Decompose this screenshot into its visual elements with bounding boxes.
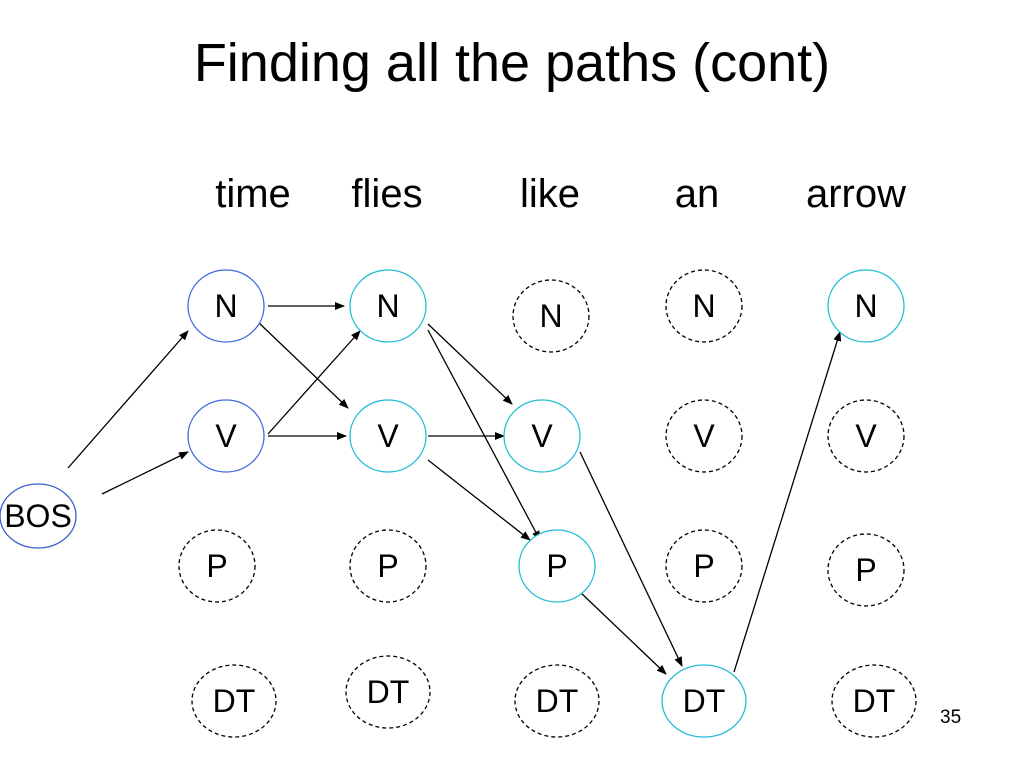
- node-label-an-DT: DT: [683, 683, 726, 719]
- node-label-an-N: N: [692, 288, 715, 324]
- node-time-V: V: [187, 399, 265, 473]
- node-ellipse-arrow-V: [827, 399, 905, 473]
- node-ellipse-time-DT: [191, 664, 277, 738]
- edges-layer: [67, 302, 842, 675]
- edge-flies-N-to-like-V: [427, 323, 513, 405]
- node-label-flies-DT: DT: [367, 674, 410, 710]
- node-ellipse-arrow-N: [827, 269, 905, 343]
- node-an-N: N: [665, 269, 743, 343]
- edge-time-V-to-flies-N: [267, 330, 361, 435]
- node-label-arrow-V: V: [855, 418, 877, 454]
- node-ellipse-flies-N: [349, 269, 427, 343]
- node-label-flies-N: N: [376, 288, 399, 324]
- edge-an-DT-to-arrow-N: [733, 331, 842, 673]
- node-an-V: V: [665, 399, 743, 473]
- node-label-time-N: N: [214, 288, 237, 324]
- node-ellipse-BOS: [0, 483, 77, 549]
- node-ellipse-an-V: [665, 399, 743, 473]
- node-label-arrow-DT: DT: [853, 683, 896, 719]
- node-flies-DT: DT: [345, 655, 431, 729]
- node-label-arrow-N: N: [854, 288, 877, 324]
- node-label-time-DT: DT: [213, 683, 256, 719]
- node-ellipse-like-N: [512, 279, 590, 353]
- node-ellipse-time-P: [178, 529, 256, 603]
- node-label-time-V: V: [215, 418, 237, 454]
- node-ellipse-time-N: [187, 269, 265, 343]
- node-ellipse-flies-DT: [345, 655, 431, 729]
- edge-BOS-to-time-V: [101, 451, 189, 495]
- edge-flies-V-to-like-P: [427, 459, 531, 541]
- node-ellipse-flies-P: [349, 529, 427, 603]
- node-flies-N: N: [349, 269, 427, 343]
- node-label-like-V: V: [531, 418, 553, 454]
- edge-BOS-to-time-N: [67, 330, 189, 469]
- node-label-BOS: BOS: [4, 498, 72, 534]
- node-like-V: V: [503, 399, 581, 473]
- node-flies-P: P: [349, 529, 427, 603]
- node-arrow-V: V: [827, 399, 905, 473]
- node-BOS: BOS: [0, 483, 77, 549]
- node-label-like-N: N: [539, 298, 562, 334]
- node-label-an-P: P: [693, 548, 714, 584]
- page-number: 35: [940, 707, 962, 728]
- node-time-P: P: [178, 529, 256, 603]
- node-arrow-N: N: [827, 269, 905, 343]
- node-ellipse-an-N: [665, 269, 743, 343]
- word-arrow: arrow: [805, 172, 907, 216]
- node-label-flies-P: P: [377, 548, 398, 584]
- node-ellipse-like-P: [518, 529, 596, 603]
- node-label-an-V: V: [693, 418, 715, 454]
- word-an: an: [674, 172, 720, 216]
- node-label-time-P: P: [206, 548, 227, 584]
- edge-like-P-to-an-DT: [579, 591, 667, 675]
- node-label-arrow-P: P: [855, 552, 876, 588]
- node-ellipse-arrow-P: [827, 533, 905, 607]
- node-label-like-P: P: [546, 548, 567, 584]
- node-label-flies-V: V: [377, 418, 399, 454]
- node-flies-V: V: [349, 399, 427, 473]
- node-arrow-P: P: [827, 533, 905, 607]
- node-an-DT: DT: [661, 664, 747, 738]
- node-ellipse-an-P: [665, 529, 743, 603]
- node-time-N: N: [187, 269, 265, 343]
- node-like-DT: DT: [514, 664, 600, 738]
- word-flies: flies: [351, 172, 423, 216]
- node-an-P: P: [665, 529, 743, 603]
- node-label-like-DT: DT: [536, 683, 579, 719]
- slide-title: Finding all the paths (cont): [193, 33, 831, 93]
- nodes-layer: BOS N V P DT N V P DT N V P DT N V P DT N V P DT: [0, 269, 917, 738]
- node-arrow-DT: DT: [831, 664, 917, 738]
- node-like-P: P: [518, 529, 596, 603]
- edge-flies-N-to-like-P: [427, 329, 541, 541]
- edge-like-V-to-an-DT: [579, 451, 683, 667]
- word-time: time: [215, 172, 291, 216]
- node-ellipse-like-V: [503, 399, 581, 473]
- edge-time-N-to-flies-V: [257, 321, 349, 409]
- node-time-DT: DT: [191, 664, 277, 738]
- node-ellipse-an-DT: [661, 664, 747, 738]
- node-like-N: N: [512, 279, 590, 353]
- node-ellipse-arrow-DT: [831, 664, 917, 738]
- node-ellipse-like-DT: [514, 664, 600, 738]
- word-like: like: [519, 172, 581, 216]
- node-ellipse-flies-V: [349, 399, 427, 473]
- node-ellipse-time-V: [187, 399, 265, 473]
